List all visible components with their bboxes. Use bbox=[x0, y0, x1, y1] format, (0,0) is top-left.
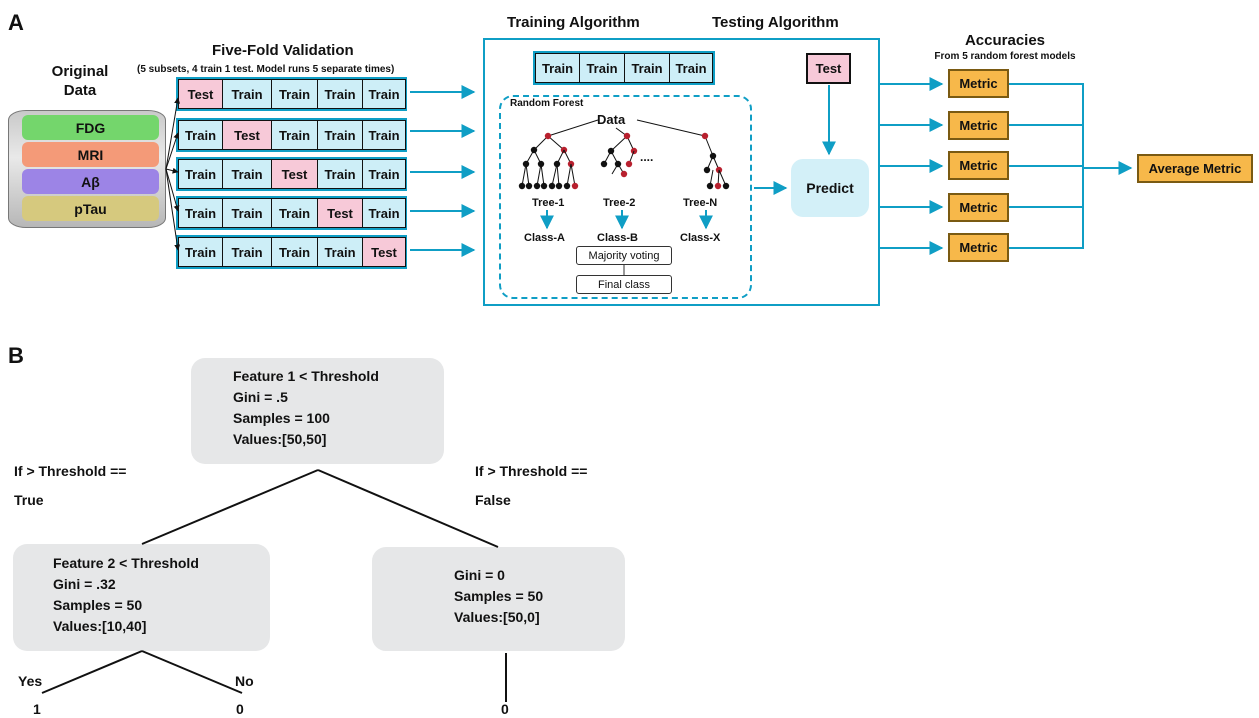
metric-arrows bbox=[880, 77, 944, 255]
root-node: Feature 1 < Threshold Gini = .5 Samples … bbox=[191, 358, 444, 464]
fold-test-cell: Test bbox=[317, 198, 363, 228]
fold-train-cell: Train bbox=[271, 198, 318, 228]
average-metric-box: Average Metric bbox=[1137, 154, 1253, 183]
original-data-cylinder: FDG MRI Aβ pTau bbox=[8, 110, 166, 228]
leaf-value: 0 bbox=[501, 701, 509, 717]
metric-box: Metric bbox=[948, 111, 1009, 140]
panel-b-letter: B bbox=[8, 343, 24, 368]
training-cell: Train bbox=[579, 53, 625, 83]
fold-train-cell: Train bbox=[178, 237, 223, 267]
fold-test-cell: Test bbox=[222, 120, 272, 150]
tree-2-label: Tree-2 bbox=[603, 197, 636, 209]
fold-to-training-arrows bbox=[410, 85, 476, 257]
accuracies-title: Accuracies bbox=[964, 32, 1046, 49]
metric-box: Metric bbox=[948, 69, 1009, 98]
average-connector bbox=[1009, 83, 1133, 249]
algorithm-frame bbox=[483, 38, 880, 306]
training-cell: Train bbox=[535, 53, 580, 83]
final-class-box: Final class bbox=[576, 275, 672, 294]
fold-train-cell: Train bbox=[362, 159, 406, 189]
fold-train-cell: Train bbox=[317, 120, 363, 150]
layer-abeta: Aβ bbox=[22, 169, 159, 194]
random-forest-frame bbox=[499, 95, 752, 299]
class-x-label: Class-X bbox=[680, 232, 721, 244]
true-branch-label-2: True bbox=[14, 492, 44, 508]
yes-label: Yes bbox=[18, 673, 43, 689]
training-cells: Train Train Train Train bbox=[533, 51, 715, 85]
metric-box: Metric bbox=[948, 193, 1009, 222]
testing-algorithm-title: Testing Algorithm bbox=[712, 14, 839, 31]
fold-test-cell: Test bbox=[362, 237, 406, 267]
fold-train-cell: Train bbox=[317, 237, 363, 267]
metric-box: Metric bbox=[948, 233, 1009, 262]
testing-test-cell: Test bbox=[806, 53, 851, 84]
fold-test-cell: Test bbox=[271, 159, 318, 189]
fold-train-cell: Train bbox=[271, 79, 318, 109]
forest-data-label: Data bbox=[597, 112, 626, 127]
left-node: Feature 2 < Threshold Gini = .32 Samples… bbox=[13, 544, 270, 651]
tree-n-label: Tree-N bbox=[683, 197, 718, 209]
fold-train-cell: Train bbox=[222, 159, 272, 189]
fold-train-cell: Train bbox=[271, 120, 318, 150]
true-branch-label-1: If > Threshold == bbox=[14, 463, 127, 479]
layer-mri: MRI bbox=[22, 142, 159, 167]
layer-fdg: FDG bbox=[22, 115, 159, 140]
fold-train-cell: Train bbox=[317, 159, 363, 189]
fold-test-cell: Test bbox=[178, 79, 223, 109]
false-branch-label-1: If > Threshold == bbox=[475, 463, 588, 479]
training-cell: Train bbox=[669, 53, 713, 83]
trees-ellipsis: .... bbox=[640, 150, 654, 164]
predict-box: Predict bbox=[791, 159, 869, 217]
five-fold-subtitle: (5 subsets, 4 train 1 test. Model runs 5… bbox=[137, 64, 395, 75]
random-forest-label: Random Forest bbox=[510, 98, 584, 109]
class-b-label: Class-B bbox=[597, 232, 638, 244]
fold-train-cell: Train bbox=[178, 159, 223, 189]
fold-train-cell: Train bbox=[222, 79, 272, 109]
training-cell: Train bbox=[624, 53, 670, 83]
fold-train-cell: Train bbox=[362, 79, 406, 109]
fold-train-cell: Train bbox=[362, 120, 406, 150]
accuracies-subtitle: From 5 random forest models bbox=[934, 51, 1076, 62]
metric-box: Metric bbox=[948, 151, 1009, 180]
leaf-value: 0 bbox=[236, 701, 244, 717]
fold-train-cell: Train bbox=[271, 237, 318, 267]
fold-train-cell: Train bbox=[362, 198, 406, 228]
right-node: Gini = 0 Samples = 50 Values:[50,0] bbox=[372, 547, 625, 651]
panel-a-letter: A bbox=[8, 10, 24, 35]
class-a-label: Class-A bbox=[524, 232, 565, 244]
fold-train-cell: Train bbox=[222, 198, 272, 228]
fold-train-cell: Train bbox=[178, 198, 223, 228]
five-fold-title: Five-Fold Validation bbox=[212, 42, 354, 59]
tree-1-label: Tree-1 bbox=[532, 197, 565, 209]
fold-train-cell: Train bbox=[222, 237, 272, 267]
fold-train-cell: Train bbox=[317, 79, 363, 109]
layer-ptau: pTau bbox=[22, 196, 159, 221]
training-algorithm-title: Training Algorithm bbox=[507, 14, 640, 31]
leaf-value: 1 bbox=[33, 701, 41, 717]
fold-train-cell: Train bbox=[178, 120, 223, 150]
false-branch-label-2: False bbox=[475, 492, 511, 508]
original-data-title: Original Data bbox=[51, 63, 109, 99]
majority-voting-box: Majority voting bbox=[576, 246, 672, 265]
no-label: No bbox=[235, 673, 254, 689]
